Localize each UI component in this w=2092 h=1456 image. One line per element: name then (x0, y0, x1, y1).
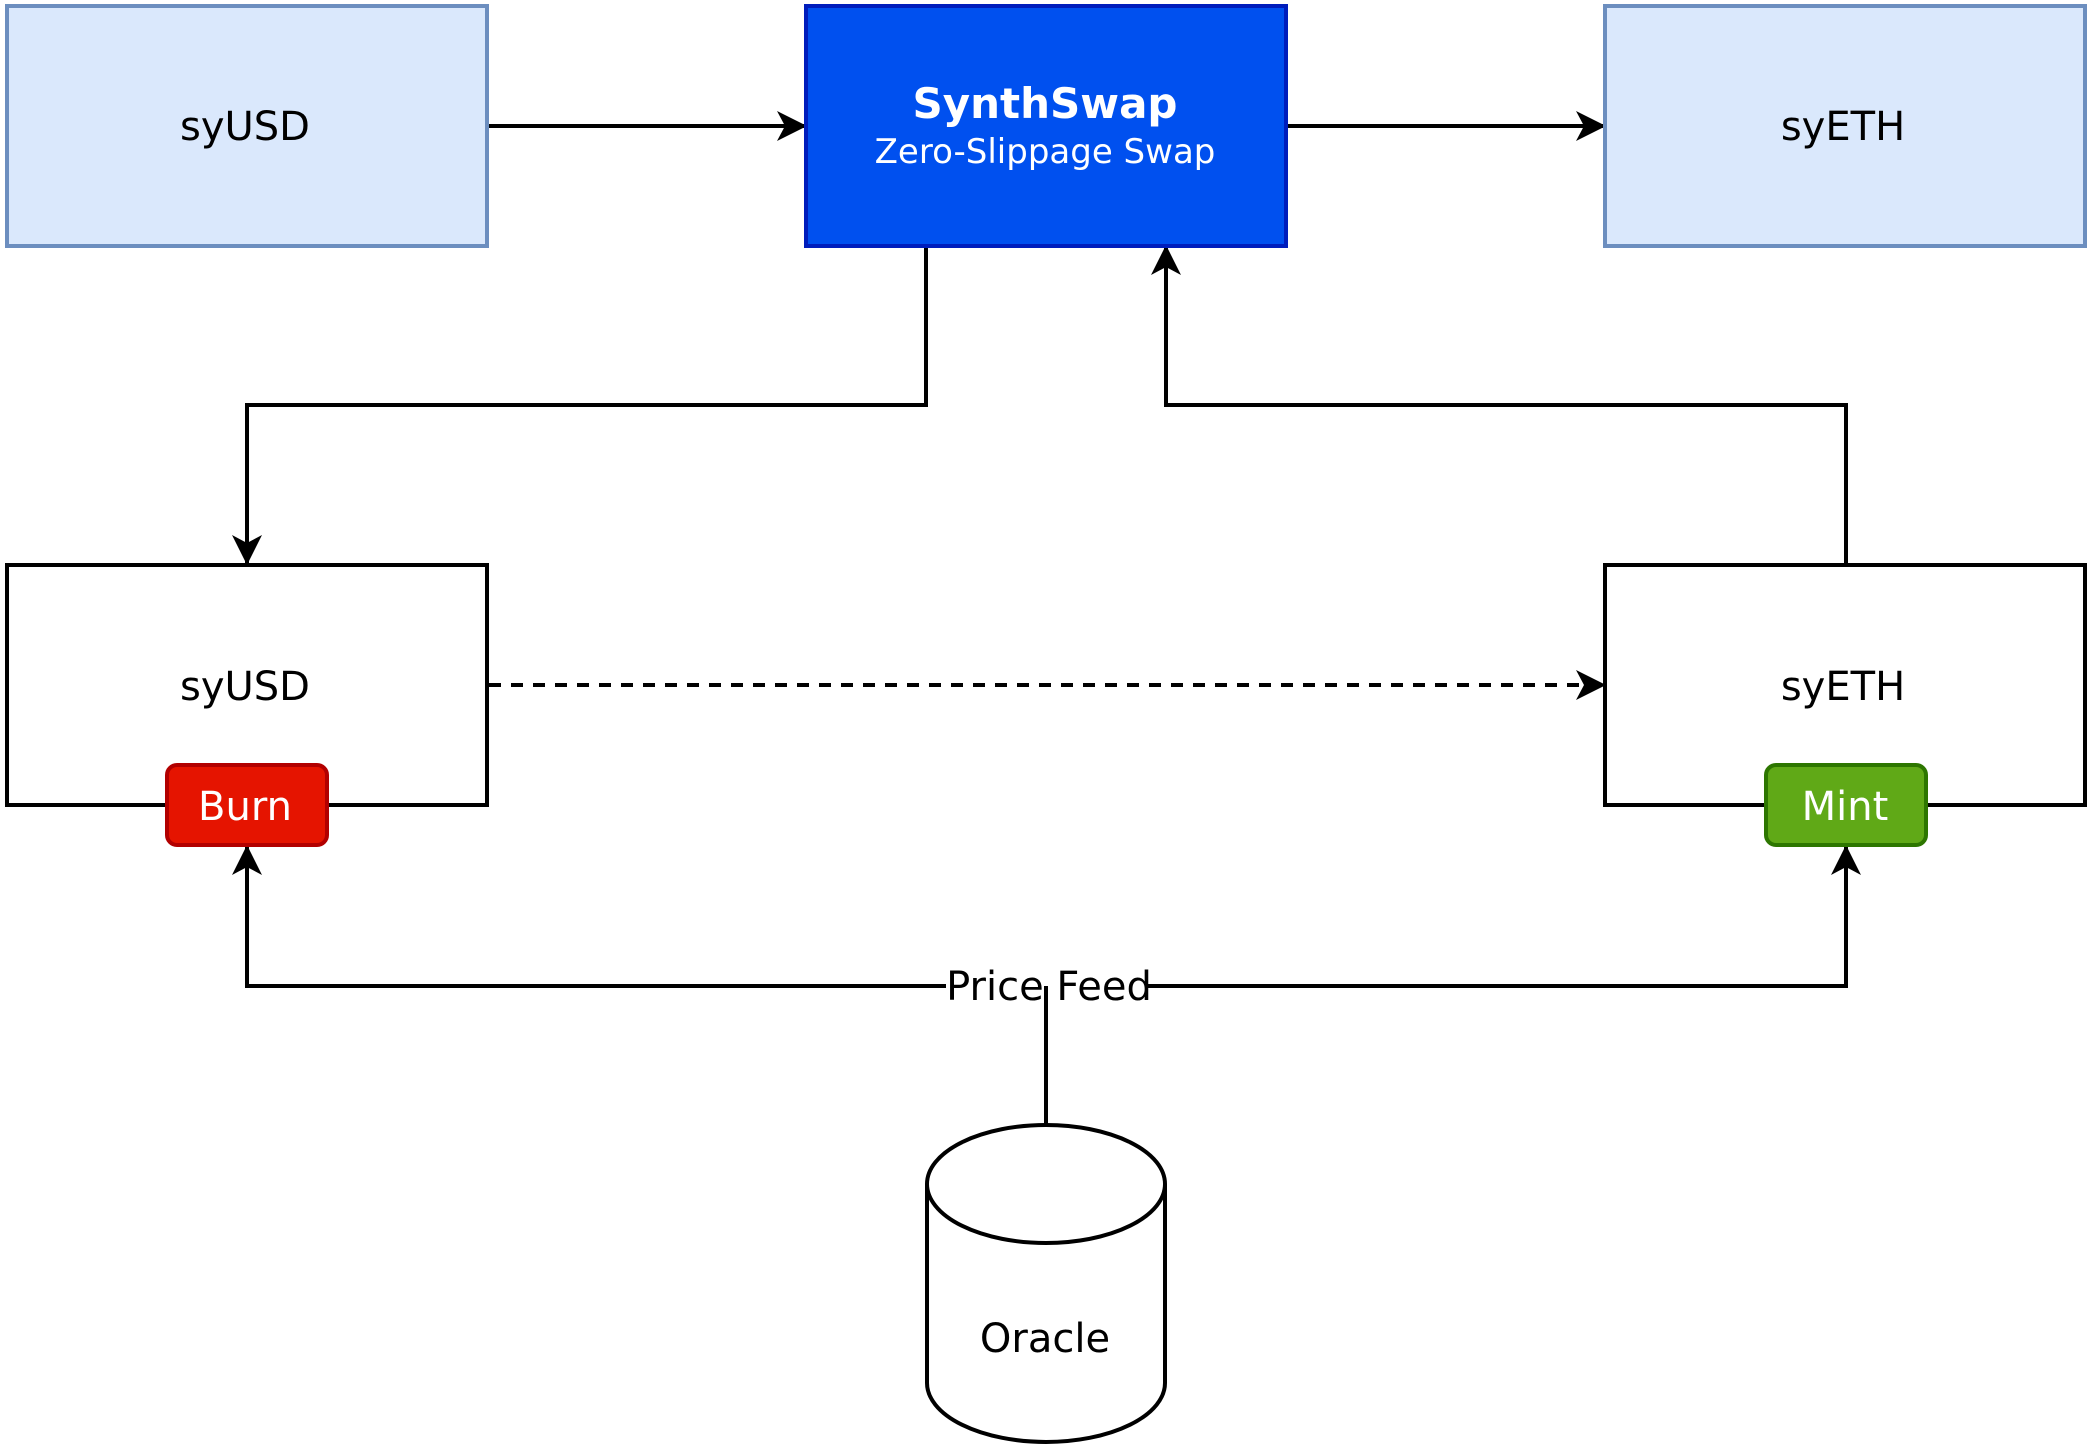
node-synthswap-title: SynthSwap (913, 79, 1178, 128)
edge-price-feed-to-burn (232, 845, 946, 988)
connectors (232, 111, 1861, 1124)
mint-badge-box (1764, 763, 1928, 847)
node-top-syusd: syUSD (5, 4, 489, 248)
edge-synthswap-to-mid-syusd (232, 246, 928, 565)
price-feed-label: Price Feed (946, 964, 1152, 1010)
node-top-syusd-label: syUSD (180, 104, 310, 150)
edge-mid-syeth-to-synthswap (1151, 245, 1848, 565)
edge-price-feed-to-mint (1148, 845, 1861, 988)
node-top-syusd-box (5, 4, 489, 248)
node-synthswap-subtitle: Zero-Slippage Swap (875, 132, 1216, 172)
burn-badge-box (165, 763, 329, 847)
node-mid-syusd-label: syUSD (180, 664, 310, 710)
oracle-label: Oracle (980, 1316, 1110, 1362)
node-mid-syeth-label: syETH (1781, 664, 1905, 710)
node-synthswap-box (804, 4, 1288, 248)
node-top-syeth-box (1603, 4, 2087, 248)
node-top-syeth-label: syETH (1781, 104, 1905, 150)
node-synthswap: SynthSwap Zero-Slippage Swap (804, 4, 1288, 248)
mint-badge-label: Mint (1802, 784, 1889, 830)
burn-badge: Burn (165, 763, 329, 847)
mint-badge: Mint (1764, 763, 1928, 847)
oracle-database-icon: Oracle (925, 1123, 1167, 1444)
oracle-cylinder-body (925, 1184, 1167, 1444)
node-top-syeth: syETH (1603, 4, 2087, 248)
burn-badge-label: Burn (198, 784, 292, 830)
oracle-cylinder-top (925, 1123, 1167, 1245)
